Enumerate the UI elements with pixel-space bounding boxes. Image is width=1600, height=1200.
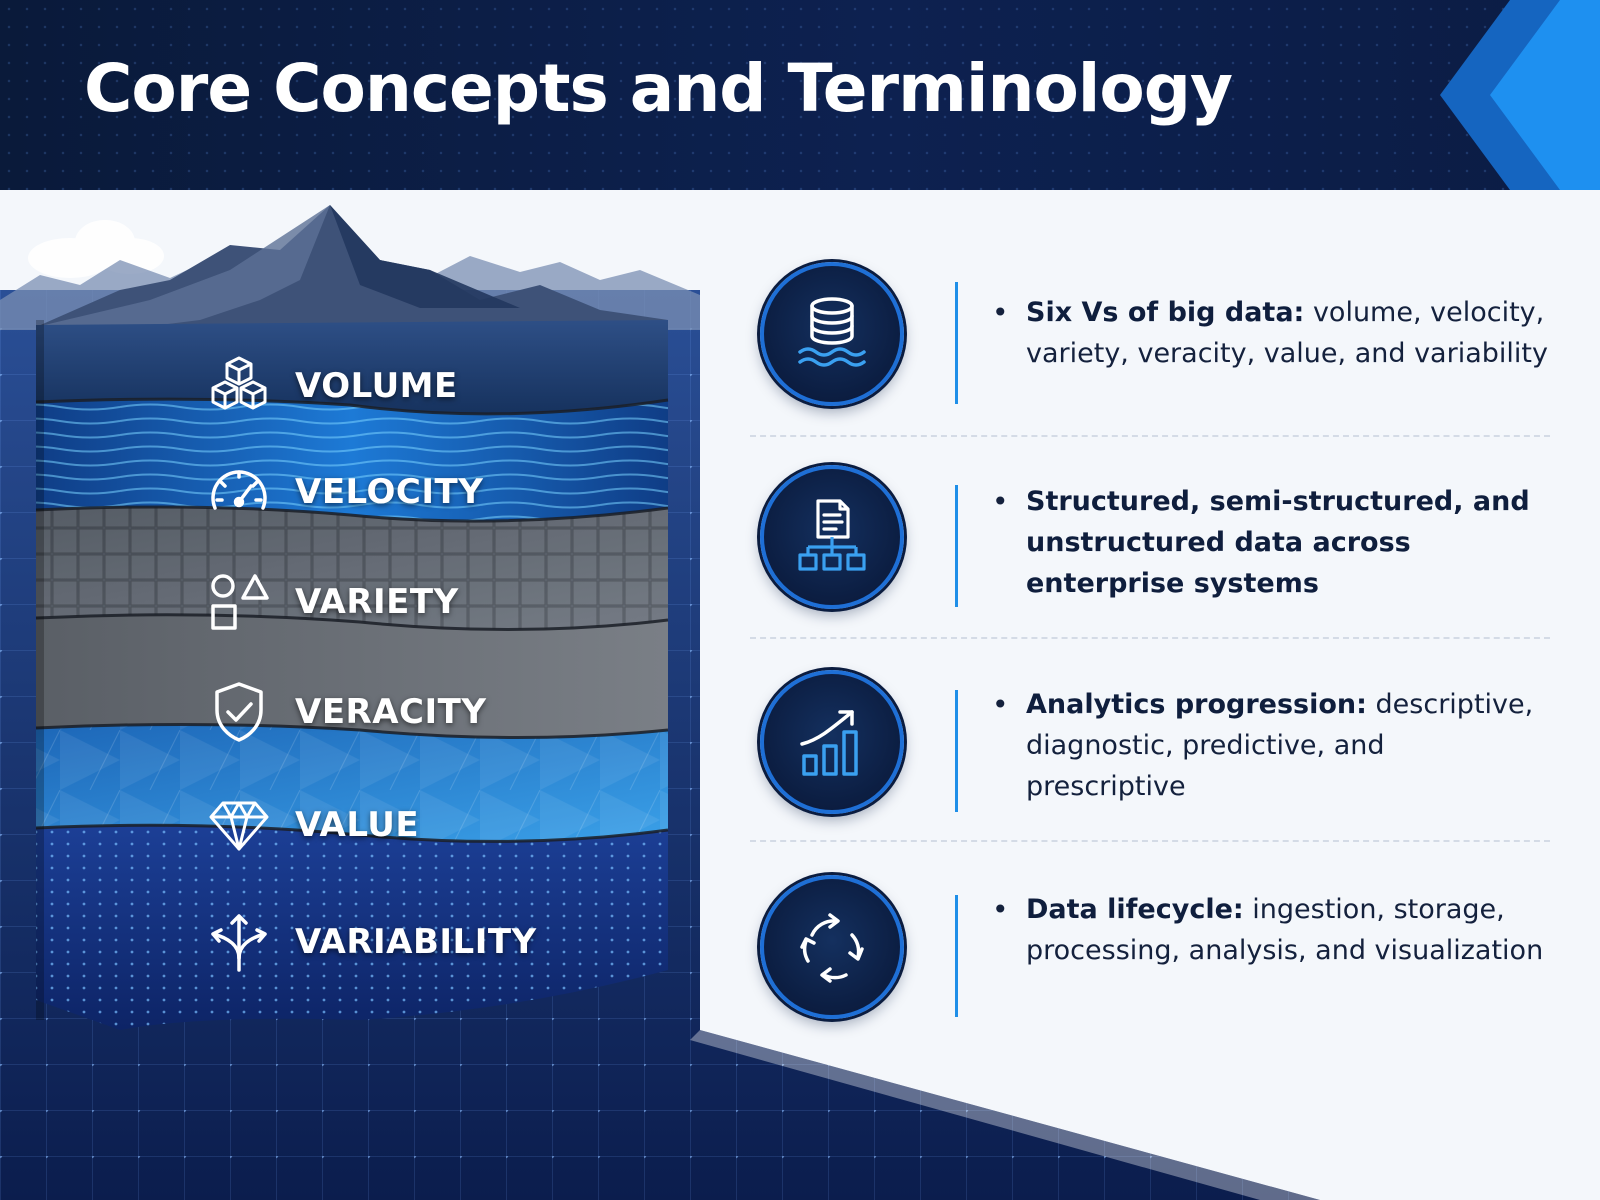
bullet-text: • Six Vs of big data: volume, velocity, … <box>992 292 1552 374</box>
bullet-detail: volume, velocity, variety, veracity, val… <box>1026 297 1548 369</box>
speedometer-icon <box>205 458 273 526</box>
bullet-term: Structured, semi-structured, and unstruc… <box>1026 486 1530 599</box>
strata-stack <box>35 205 669 1030</box>
concept-row-analytics: • Analytics progression: descriptive, di… <box>760 670 1550 840</box>
row-divider <box>750 435 1550 437</box>
cubes-icon <box>205 352 273 420</box>
floor-edge-highlight <box>690 1030 1320 1200</box>
bullet-text: • Analytics progression: descriptive, di… <box>992 684 1552 807</box>
bullet-dot: • <box>992 893 1009 926</box>
bullet-dot: • <box>992 296 1009 329</box>
bullet-term: Data lifecycle: <box>1026 894 1244 925</box>
document-hierarchy-icon <box>760 465 904 609</box>
layer-label-veracity: VERACITY <box>205 678 486 746</box>
accent-line <box>955 485 958 607</box>
accent-line <box>955 895 958 1017</box>
main-content: VOLUME VELOCITY VARIETY VERACITY <box>0 190 1600 1200</box>
row-divider <box>750 840 1550 842</box>
layer-label-velocity: VELOCITY <box>205 458 483 526</box>
layer-label-text: VARIABILITY <box>295 922 537 962</box>
shapes-icon <box>205 568 273 636</box>
concept-row-lifecycle: • Data lifecycle: ingestion, storage, pr… <box>760 875 1550 1045</box>
accent-line <box>955 282 958 404</box>
layer-veracity <box>36 614 668 738</box>
layer-label-text: VOLUME <box>295 366 458 406</box>
shield-check-icon <box>205 678 273 746</box>
bullet-term: Analytics progression: <box>1026 689 1367 720</box>
layer-label-text: VALUE <box>295 805 420 845</box>
page-title: Core Concepts and Terminology <box>84 50 1233 127</box>
bullet-text: • Data lifecycle: ingestion, storage, pr… <box>992 889 1552 971</box>
layer-label-text: VARIETY <box>295 582 459 622</box>
layer-label-variety: VARIETY <box>205 568 459 636</box>
layer-label-volume: VOLUME <box>205 352 458 420</box>
bullet-dot: • <box>992 485 1009 518</box>
accent-line <box>955 690 958 812</box>
concept-row-six-vs: • Six Vs of big data: volume, velocity, … <box>760 262 1550 432</box>
layer-label-value: VALUE <box>205 791 419 859</box>
database-waves-icon <box>760 262 904 406</box>
layer-volume <box>36 320 668 414</box>
cycle-arrows-icon <box>760 875 904 1019</box>
header-chevron-decoration <box>1440 0 1600 190</box>
row-divider <box>750 637 1550 639</box>
bar-chart-trend-icon <box>760 670 904 814</box>
layer-label-variability: VARIABILITY <box>205 908 537 976</box>
bullet-term: Six Vs of big data: <box>1026 297 1305 328</box>
bullet-detail: descriptive, diagnostic, predictive, and… <box>1026 689 1534 802</box>
header-dot-grid <box>0 0 1600 190</box>
layer-label-text: VERACITY <box>295 692 487 732</box>
header-banner: Core Concepts and Terminology <box>0 0 1600 190</box>
diverging-arrows-icon <box>205 908 273 976</box>
layer-label-text: VELOCITY <box>295 472 484 512</box>
concept-row-data-types: • Structured, semi-structured, and unstr… <box>760 465 1550 635</box>
bullet-detail: ingestion, storage, processing, analysis… <box>1026 894 1544 966</box>
bullet-text: • Structured, semi-structured, and unstr… <box>992 481 1552 604</box>
diamond-icon <box>205 791 273 859</box>
bullet-dot: • <box>992 688 1009 721</box>
